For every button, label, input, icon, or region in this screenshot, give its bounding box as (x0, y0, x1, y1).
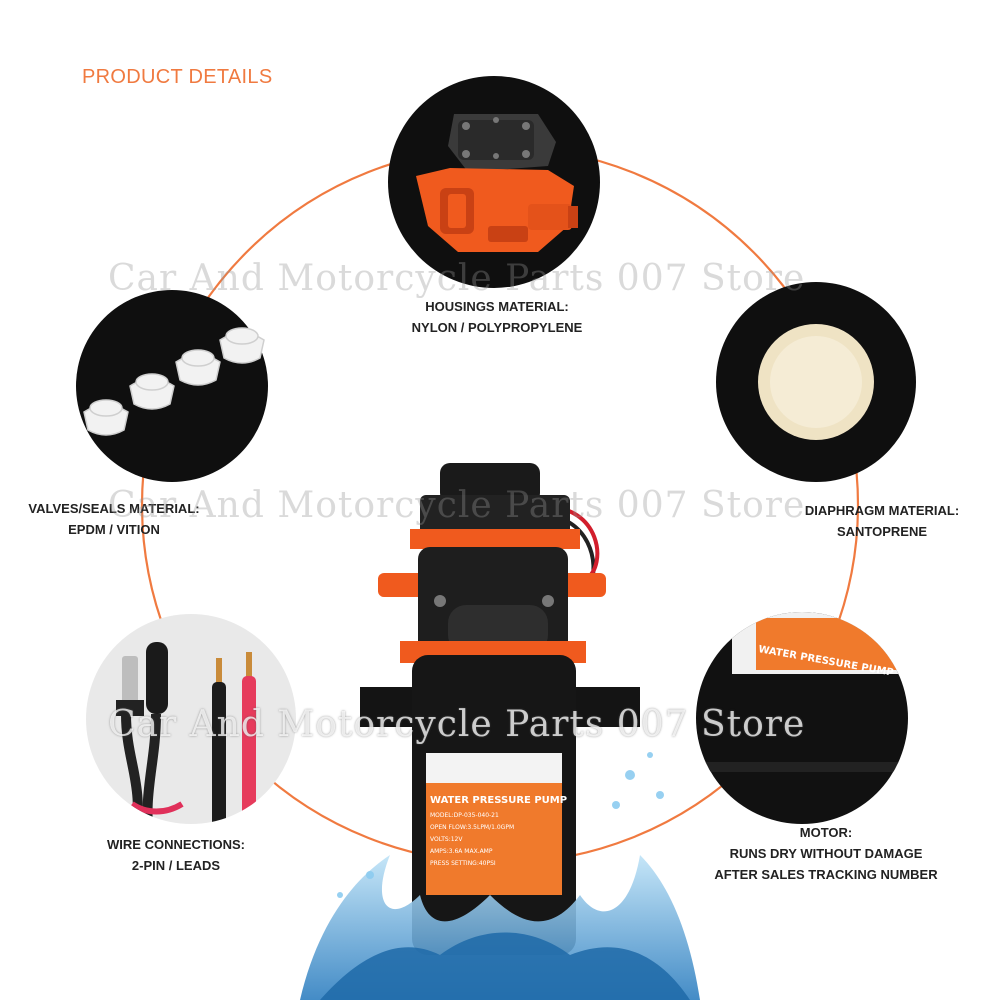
pump-spec-model: MODEL:DP-035-040-21 (430, 812, 499, 819)
valves-label: VALVES/SEALS MATERIAL:EPDM / VITION (28, 501, 200, 537)
diaphragm-icon (716, 282, 916, 482)
pump-illustration: WATER PRESSURE PUMP MODEL:DP-035-040-21 … (300, 463, 700, 1000)
wire-label: WIRE CONNECTIONS:2-PIN / LEADS (107, 837, 245, 873)
pump-spec-flow: OPEN FLOW:3.5LPM/1.0GPM (430, 824, 514, 831)
page-heading: PRODUCT DETAILS (82, 66, 273, 88)
motor-label-icon: WATER PRESSURE PUMP (696, 612, 908, 824)
pump-housing-icon (388, 76, 600, 288)
diaphragm-label: DIAPHRAGM MATERIAL:SANTOPRENE (804, 503, 960, 539)
wire-connector-icon (86, 614, 296, 824)
pump-label-title: WATER PRESSURE PUMP (430, 795, 567, 806)
pump-spec-amps: AMPS:3.6A MAX.AMP (430, 848, 493, 855)
housing-label: HOUSINGS MATERIAL:NYLON / POLYPROPYLENE (411, 299, 583, 335)
pump-spec-volts: VOLTS:12V (430, 836, 463, 843)
valve-seals-icon (76, 290, 268, 482)
pump-spec-press: PRESS SETTING:40PSI (430, 860, 496, 867)
